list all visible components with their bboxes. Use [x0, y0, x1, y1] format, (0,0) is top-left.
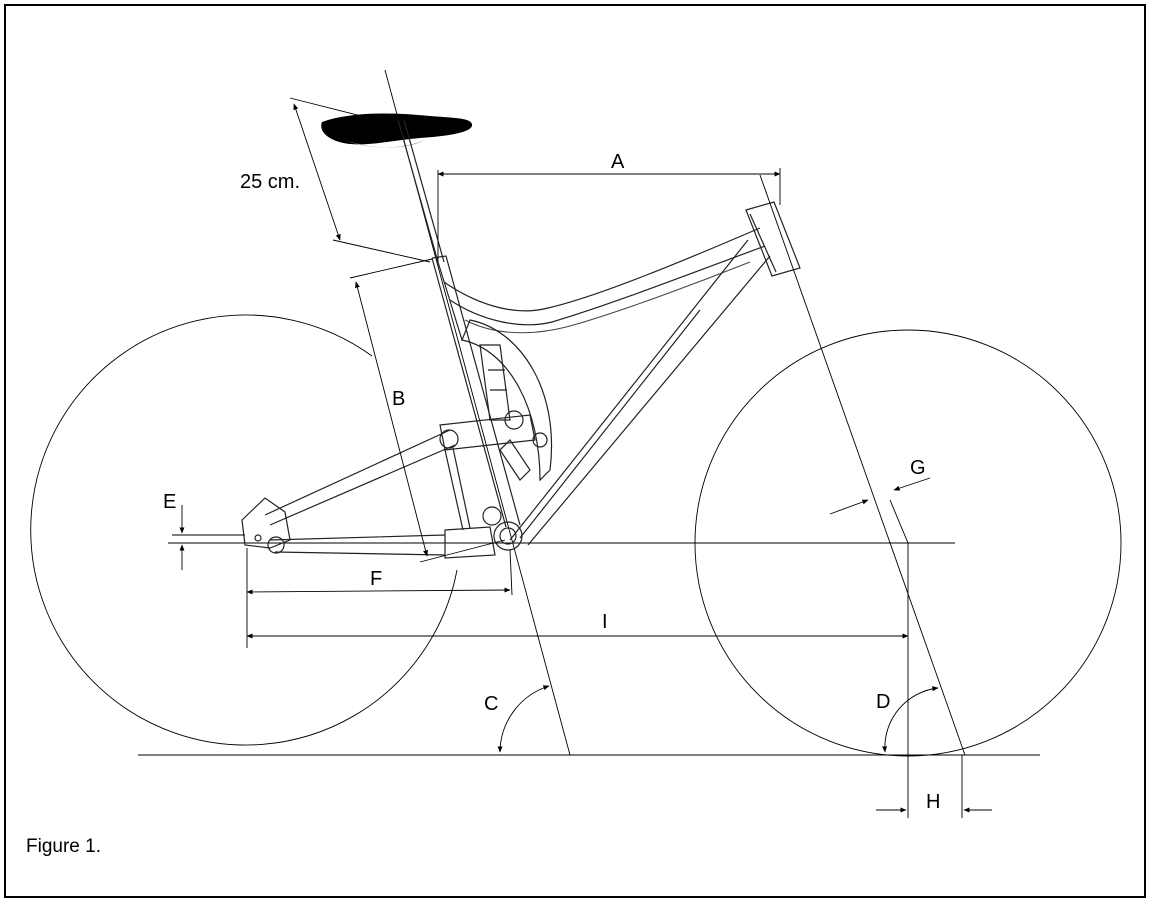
label-f: F — [370, 568, 382, 590]
dim-b-ext-top — [349, 258, 433, 279]
pivot-upper-rear — [439, 429, 459, 449]
dim-saddle-line — [293, 103, 341, 241]
top-tube-lower — [464, 261, 751, 334]
dim-g-left — [829, 499, 869, 515]
label-e: E — [163, 491, 176, 513]
pivot-rocker — [532, 432, 548, 448]
saddle — [321, 113, 473, 145]
figure-frame — [4, 4, 1146, 898]
rocker-plate — [461, 319, 553, 482]
head-tube — [745, 201, 801, 277]
dropout-pivot — [267, 536, 285, 554]
dim-b-line — [354, 281, 429, 557]
bottom-bracket-inner — [499, 527, 517, 545]
label-i: I — [602, 611, 608, 633]
top-tube — [443, 227, 766, 326]
seat-post — [397, 119, 439, 263]
angle-c-arc — [497, 685, 550, 753]
label-a: A — [611, 151, 625, 173]
chain-stay — [269, 526, 496, 559]
figure-caption: Figure 1. — [26, 836, 101, 857]
dim-f-line — [246, 587, 511, 595]
label-b: B — [392, 388, 405, 410]
steering-axis — [759, 174, 966, 756]
dim-saddle-ext-bottom — [332, 239, 431, 263]
label-d: D — [876, 691, 890, 713]
label-g: G — [910, 457, 926, 479]
saddle-shadow — [345, 140, 425, 148]
label-h: H — [926, 791, 940, 813]
dim-f-ext-right — [509, 549, 513, 596]
pivot-main — [482, 506, 502, 526]
dim-g-right — [893, 477, 931, 491]
label-saddle-height: 25 cm. — [240, 171, 300, 193]
down-tube — [509, 239, 771, 546]
dim-saddle-ext-top — [289, 97, 386, 123]
dim-g-ext — [889, 499, 909, 544]
angle-d-arc — [882, 686, 939, 753]
seat-post-edge — [403, 119, 445, 263]
label-c: C — [484, 693, 498, 715]
rear-axle — [254, 534, 262, 542]
rocker-link — [499, 439, 531, 481]
pivot-upper-front — [504, 410, 524, 430]
rear-wheel — [30, 314, 458, 746]
bottom-bracket — [493, 521, 523, 551]
seat-tube — [431, 255, 521, 528]
dim-b-ext-bottom — [419, 539, 506, 563]
rear-dropout — [241, 497, 291, 549]
vertical-link — [444, 447, 471, 531]
rear-shock — [479, 344, 511, 421]
